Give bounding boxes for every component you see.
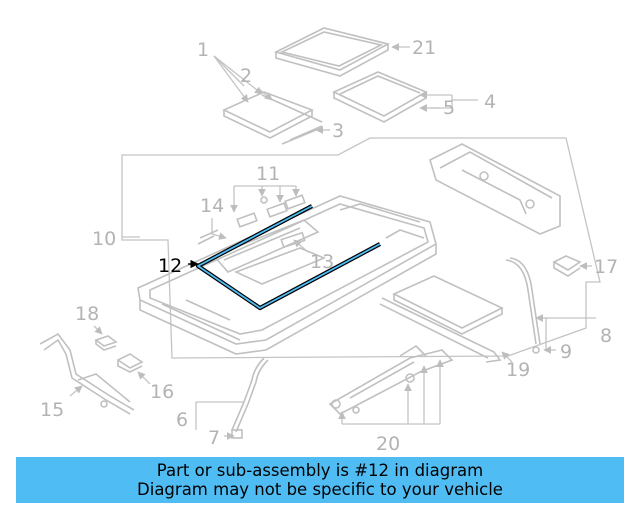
banner-line-part: Part or sub-assembly is #12 in diagram xyxy=(156,461,484,480)
roof-seal-highlighted xyxy=(195,204,381,311)
glass-panel-drawing xyxy=(273,27,391,77)
rear-bracket-drawing xyxy=(429,143,561,235)
callout-12: 12 xyxy=(158,255,182,277)
sunshade-roll-drawing xyxy=(379,275,504,363)
info-banner: Part or sub-assembly is #12 in diagram D… xyxy=(16,457,624,503)
callout-11: 11 xyxy=(256,163,280,185)
callout-6: 6 xyxy=(176,409,188,431)
callout-5: 5 xyxy=(443,97,455,119)
callout-9: 9 xyxy=(560,341,572,363)
cable-15-drawing xyxy=(39,332,135,415)
clip-set-drawing xyxy=(236,194,306,228)
callout-21: 21 xyxy=(412,37,436,59)
callout-2: 2 xyxy=(240,65,252,87)
callout-1: 1 xyxy=(197,39,209,61)
sunroof-frame-outline xyxy=(121,137,601,359)
callout-20: 20 xyxy=(376,433,400,455)
frame-housing-drawing xyxy=(137,195,437,355)
deflector-panel-drawing xyxy=(222,91,323,145)
callout-18: 18 xyxy=(75,303,99,325)
callout-13: 13 xyxy=(310,251,334,273)
banner-line-disclaimer: Diagram may not be specific to your vehi… xyxy=(137,480,503,499)
callout-4: 4 xyxy=(484,91,496,113)
callout-8: 8 xyxy=(600,325,612,347)
callout-17: 17 xyxy=(594,256,618,278)
connector-17-drawing xyxy=(552,255,582,277)
callout-10: 10 xyxy=(92,228,116,250)
callout-16: 16 xyxy=(150,381,174,403)
sunshade-panel-drawing xyxy=(332,71,428,123)
callout-19: 19 xyxy=(506,359,530,381)
callout-3: 3 xyxy=(332,120,344,142)
callout-14: 14 xyxy=(200,195,224,217)
callout-7: 7 xyxy=(208,427,220,449)
callout-15: 15 xyxy=(40,399,64,421)
